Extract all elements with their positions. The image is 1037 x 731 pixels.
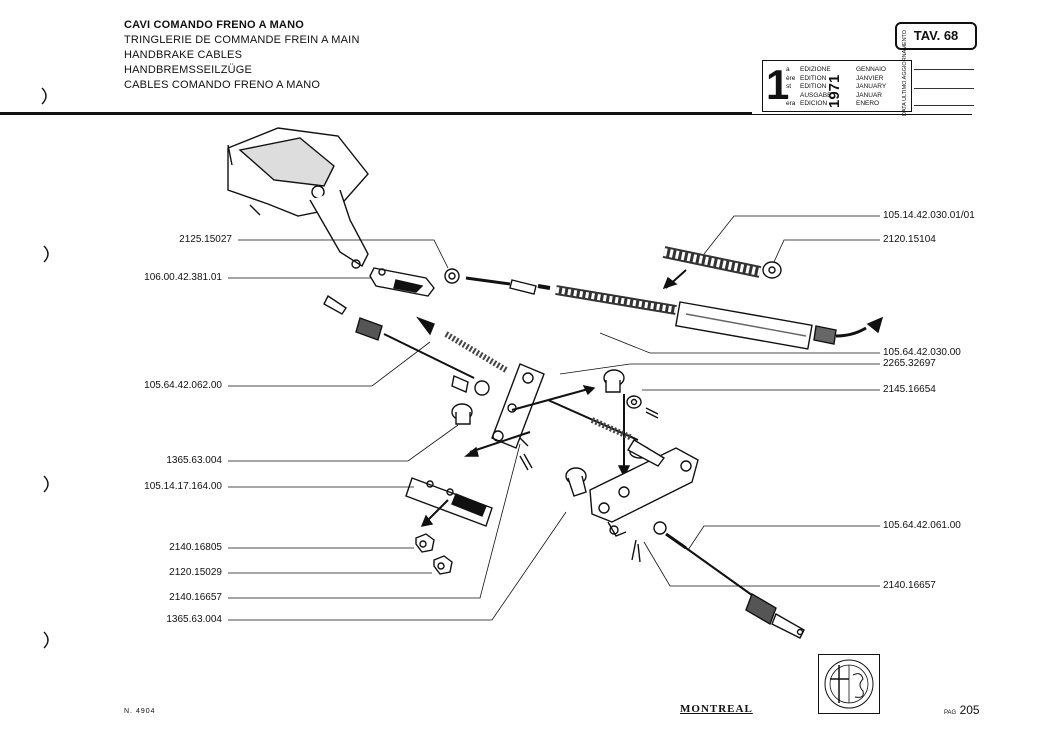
equalizer-lever: [491, 363, 545, 449]
page-number: 205: [959, 703, 980, 717]
title-block: CAVI COMANDO FRENO A MANO TRINGLERIE DE …: [124, 18, 360, 93]
edition-month: GENNAIO: [856, 66, 886, 73]
edition-number: 1: [766, 61, 790, 108]
edition-ordinal: ère: [786, 74, 796, 82]
edition-word: EDITION: [800, 83, 827, 90]
part-label: 105.64.42.030.00: [883, 347, 961, 358]
edition-ordinal: a: [786, 66, 790, 73]
edition-ordinal: st: [786, 83, 792, 90]
edition-month: JANVIER: [856, 74, 884, 82]
title-french: TRINGLERIE DE COMMANDE FREIN A MAIN: [124, 34, 360, 46]
cable-bracket: [589, 447, 699, 537]
part-label: 105.14.17.164.00: [144, 481, 222, 492]
edition-month: JANUARY: [856, 83, 887, 90]
edition-word: EDICION: [800, 100, 828, 107]
handbrake-lever: [227, 127, 369, 269]
title-german: HANDBREMSSEILZÜGE: [124, 64, 253, 76]
part-label: 2120.15029: [169, 567, 222, 578]
part-label: 2120.15104: [883, 234, 936, 245]
title-spanish: CABLES COMANDO FRENO A MANO: [124, 79, 321, 91]
edition-word: EDITION: [800, 74, 827, 82]
model-logo: MONTREAL: [680, 703, 753, 715]
title-italian: CAVI COMANDO FRENO A MANO: [124, 19, 304, 31]
edition-month: ENERO: [856, 100, 880, 107]
part-label: 2145.16654: [883, 384, 936, 395]
document-number: N. 4904: [124, 708, 156, 715]
part-label: 2140.16657: [883, 580, 936, 591]
part-label: 105.64.42.062.00: [144, 380, 222, 391]
part-label: 2140.16657: [169, 592, 222, 603]
left-cable: [323, 294, 508, 396]
part-label: 2125.15027: [179, 234, 232, 245]
part-label: 1365.63.004: [166, 614, 222, 625]
part-label: 2140.16805: [169, 542, 222, 553]
edition-ordinal: era: [786, 100, 796, 107]
plate-number: TAV. 68: [895, 22, 977, 50]
brand-logo: [818, 654, 880, 714]
main-cable: [555, 285, 884, 350]
part-label: 105.64.42.061.00: [883, 520, 961, 531]
part-label: 106.00.42.381.01: [144, 272, 222, 283]
header-rule-thin: [752, 114, 972, 115]
part-label: 105.14.42.030.01/01: [883, 210, 975, 221]
header-rule: [0, 112, 752, 115]
edition-month: JANUAR: [856, 91, 883, 99]
edition-box: 1 a ère st era EDIZIONE EDITION EDITION …: [762, 30, 912, 116]
edition-word: AUSGABE: [800, 91, 832, 99]
page-prefix: PAG: [944, 710, 957, 716]
part-label: 2265.32697: [883, 358, 936, 369]
return-spring: [662, 246, 762, 290]
page-number-block: PAG 205: [944, 703, 980, 717]
edition-word: EDIZIONE: [800, 66, 831, 73]
title-english: HANDBRAKE CABLES: [124, 49, 243, 61]
part-label: 1365.63.004: [166, 455, 222, 466]
